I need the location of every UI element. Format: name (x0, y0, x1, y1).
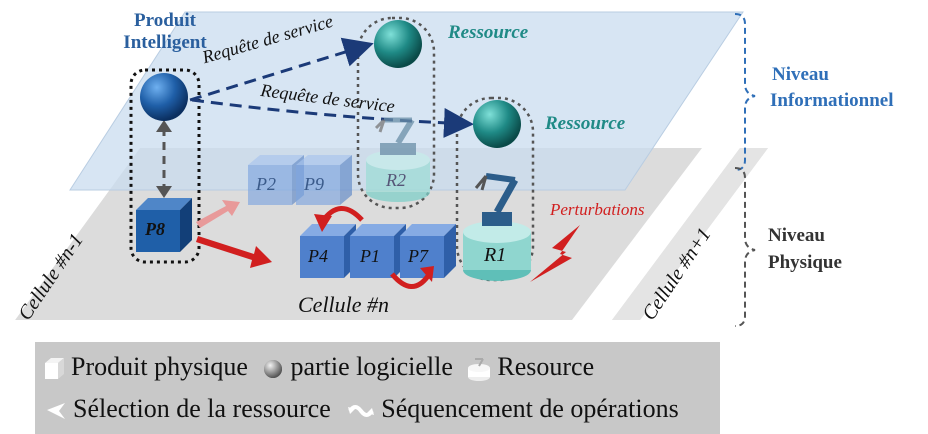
resource-sphere-r1 (473, 100, 521, 148)
sequencing-arrow-icon (348, 405, 375, 417)
cube-p9 (296, 155, 352, 205)
physical-product-icon (45, 358, 64, 380)
resource-label-2: Ressource (545, 113, 626, 134)
perturbation-lightning (530, 225, 580, 282)
r2-enclosure (356, 16, 436, 210)
product-enclosure (129, 68, 201, 264)
produit-line2: Intelligent (123, 32, 207, 53)
request-arrow-1 (189, 37, 374, 102)
legend-row-2: Sélection de la ressource Séquencement d… (43, 394, 679, 424)
sequence-arrow-p4-p1-head (314, 214, 332, 232)
cube-label-p1: P1 (360, 246, 380, 266)
resource-icon (468, 358, 491, 382)
legend-row-1: Produit physique partie logicielle Resou… (43, 352, 594, 382)
legend: Produit physique partie logicielle Resou… (35, 342, 720, 434)
niveau-physique-label: Niveau Physique (768, 222, 842, 276)
niveau-phys-line1: Niveau (768, 225, 825, 246)
produit-intelligent-label: Produit Intelligent (110, 10, 220, 54)
legend-sequencement: Séquencement de opérations (381, 394, 679, 423)
information-plane (69, 11, 744, 191)
niveau-informationnel-label: Niveau Informationnel (770, 62, 894, 114)
link-arrow-head-up (156, 120, 172, 132)
cube-label-p8: P8 (145, 219, 165, 239)
niveau-info-line1: Niveau (772, 64, 829, 85)
cube-p7 (400, 224, 456, 278)
sequence-arrow-p1-p7 (390, 272, 431, 289)
left-cell-strip (0, 148, 140, 320)
resource-r1 (463, 173, 531, 281)
produit-line1: Produit (134, 10, 196, 31)
selection-arrow-faded (196, 200, 240, 228)
cube-label-p9: P9 (304, 174, 324, 194)
link-arrow-head-down (156, 186, 172, 198)
resource-label-r2: R2 (386, 170, 406, 190)
resource-label-1: Ressource (448, 22, 529, 43)
software-part-icon (264, 360, 283, 379)
legend-partie-logicielle: partie logicielle (290, 352, 453, 381)
cube-label-p4: P4 (308, 246, 328, 266)
niveau-phys-line2: Physique (768, 252, 842, 273)
resource-sphere-r2 (374, 20, 422, 68)
legend-produit-physique: Produit physique (71, 352, 248, 381)
request-arrow-2 (191, 98, 474, 138)
brace-informationnel (734, 13, 756, 171)
selection-arrow-icon (47, 403, 65, 420)
far-right-plane (612, 148, 768, 320)
legend-selection: Sélection de la ressource (73, 394, 331, 423)
perturbations-label: Perturbations (550, 200, 645, 219)
cell-current-label: Cellule #n (298, 292, 390, 317)
resource-r2 (366, 117, 430, 202)
resource-label-r1: R1 (484, 244, 507, 266)
legend-resource: Resource (497, 352, 595, 381)
sequence-arrow-p1-p7-head (420, 266, 434, 282)
brace-physique (734, 167, 756, 327)
cube-p8 (136, 198, 192, 252)
niveau-info-line2: Informationnel (770, 90, 894, 111)
cube-label-p7: P7 (408, 246, 428, 266)
product-sphere (140, 73, 188, 121)
cube-p2 (248, 155, 304, 205)
selection-arrow (196, 236, 272, 268)
cube-label-p2: P2 (256, 174, 276, 194)
right-cell-strip (572, 148, 740, 320)
